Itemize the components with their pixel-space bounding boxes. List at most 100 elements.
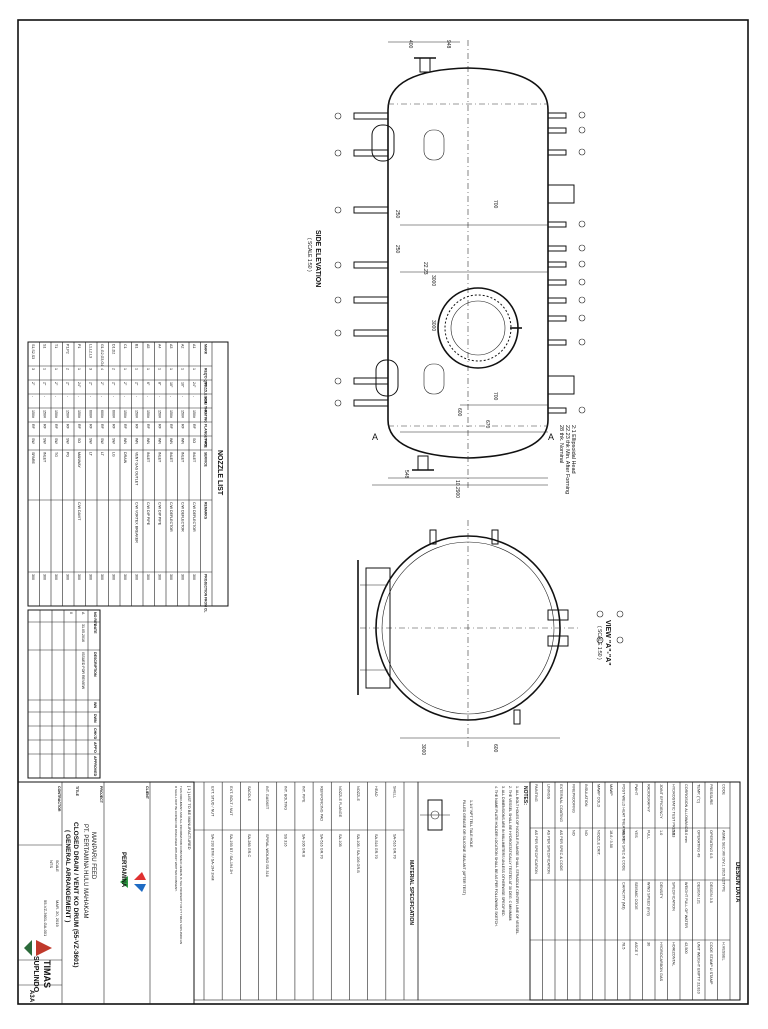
nozzle-cell: -: [146, 396, 150, 398]
nozzle-cell: RF: [65, 424, 69, 430]
material-spec-value: SA-283 GR.C: [247, 834, 251, 857]
design-data-cell: JOINT EFFICIENCY: [659, 784, 663, 819]
notes-title: NOTES:: [522, 786, 528, 805]
revision-header: APPROVED: [93, 756, 97, 777]
nozzle-cell: 2: [111, 368, 115, 370]
company-name: TIMAS: [42, 960, 52, 988]
revision-header: CHK'D: [93, 728, 97, 740]
nozzle-cell: PG: [65, 452, 69, 457]
scale-label: SCALE: [55, 860, 59, 872]
material-spec-value: SPIRAL WOUND SS 316: [265, 834, 269, 877]
design-data-cell: TYPE: [721, 882, 725, 892]
nozzle-cell: C/W VORTEX BREAKER: [134, 502, 138, 543]
nozzle-cell: 150#: [192, 410, 196, 418]
nozzle-cell: RF: [100, 424, 104, 430]
design-data-cell: HYDROSTATIC TEST PRESS.: [671, 784, 675, 836]
nozzle-cell: RF: [146, 424, 150, 430]
nozzle-cell: RF: [123, 424, 127, 430]
nozzle-cell: 150#: [180, 410, 184, 418]
nozzle-cell: SPARE: [31, 452, 35, 465]
head-note-1: 2:1 Ellipsoidal Head: [570, 425, 576, 474]
material-spec-value: SA-516 GR.70: [392, 834, 396, 859]
view-aa-title: VIEW "A"-"A": [604, 620, 611, 666]
dim-2223: 22.23: [422, 262, 428, 275]
nozzle-cell: C/W DIP PIPE: [157, 502, 161, 526]
material-spec-value: SA-516 GR.70: [374, 834, 378, 859]
nozzle-cell: 150#: [77, 410, 81, 418]
revision-cell: A: [81, 612, 85, 615]
material-spec-value: SA-105: [338, 834, 342, 847]
design-data-cell: INSULATION: [584, 784, 588, 807]
revision-header: DESCRIPTION: [93, 652, 97, 677]
design-data-cell: FULL: [646, 830, 650, 839]
design-data-cell: 1.0: [659, 830, 663, 835]
nozzle-cell: C/W DEFLECTOR: [169, 502, 173, 532]
nozzle-cell: SW: [100, 438, 104, 444]
material-spec-item: INT. GASKET: [265, 786, 269, 810]
design-data-cell: DENSITY: [659, 882, 663, 899]
nozzle-cell: 300: [111, 574, 115, 580]
nozzle-header: SERVICE: [203, 452, 207, 468]
material-spec-value: SA-193 B7 / SA-194 2H: [229, 834, 233, 874]
dim-948: 948: [445, 40, 451, 49]
nozzle-cell: SW: [42, 438, 46, 444]
nozzle-cell: 150#: [54, 410, 58, 418]
dim-700a: 700: [492, 200, 498, 209]
nozzle-list-table: [27, 341, 229, 607]
nozzle-cell: 600#: [88, 410, 92, 418]
design-data-cell: 3.0 mm: [684, 830, 688, 843]
nozzle-cell: -: [111, 396, 115, 398]
note-item: 4. THE NAME PLATE HOLDER LOCATION SHALL …: [494, 786, 498, 927]
company-name-2: SUPLINDO: [32, 956, 39, 993]
project-client: PT. PERTAMINA HULU MAHAKAM: [82, 824, 88, 918]
design-data-cell: FIREPROOFING: [571, 784, 575, 813]
title-label: TITLE: [75, 786, 79, 797]
list-note: [ 1 ] LIST TO BE MANUFACTURED: [187, 786, 192, 850]
nozzle-cell: 300: [42, 574, 46, 580]
design-data-cell: MAWP COLD: [596, 784, 600, 807]
nozzle-header: REMARKS: [203, 502, 207, 520]
material-spec-item: EXT. STUD / NUT: [211, 786, 215, 817]
nozzle-cell: -: [77, 396, 81, 398]
sheet-border: [17, 19, 749, 1005]
dim-600: 600: [456, 408, 462, 417]
nozzle-cell: 300: [146, 574, 150, 580]
nozzle-cell: RF: [31, 424, 35, 430]
design-data-cell: OPERATING 49: [696, 830, 700, 857]
nozzle-cell: INLET: [146, 452, 150, 463]
nozzle-cell: 1: [146, 368, 150, 370]
nozzle-cell: P1: [77, 344, 81, 348]
design-data-cell: CODE STAMP U STAMP: [709, 942, 713, 985]
nozzle-cell: G1,G2,G3,G4: [100, 344, 104, 366]
design-data-cell: AS PER SPEC & CODE: [559, 830, 563, 871]
timas-logo: [36, 940, 52, 956]
nozzle-cell: 300: [192, 574, 196, 580]
design-data-cell: SEISMIC CODE: [634, 882, 638, 910]
design-data-cell: TEMP. (°C): [696, 784, 700, 804]
nozzle-header: NOZZLE SIZE: [203, 382, 207, 405]
material-spec-item: REINFORCING PAD: [320, 786, 324, 821]
nozzle-cell: 300: [54, 574, 58, 580]
nozzle-cell: 1: [180, 368, 184, 370]
dim-400: 400: [407, 40, 413, 49]
drawing-title-1: CLOSED DRAIN / VENT KO DRUM (55-VZ-3601): [72, 822, 79, 968]
nozzle-cell: WN: [169, 438, 173, 444]
nozzle-cell: 2": [123, 382, 127, 386]
nozzle-cell: 1: [54, 368, 58, 370]
nozzle-cell: 150#: [42, 410, 46, 418]
nozzle-cell: -: [88, 396, 92, 398]
dim-250a: 250: [394, 210, 400, 219]
nozzle-cell: 2": [42, 382, 46, 386]
nozzle-cell: LT: [100, 452, 104, 457]
nozzle-cell: 6": [146, 382, 150, 386]
nozzle-cell: 10": [180, 382, 184, 388]
nozzle-cell: -: [100, 396, 104, 398]
nozzle-cell: C/W DEFLECTOR: [192, 502, 196, 532]
design-data-cell: H.VESSEL: [721, 942, 725, 961]
nozzle-cell: LG: [111, 452, 115, 457]
revision-table: [27, 609, 101, 779]
dim-670: 670: [484, 420, 490, 429]
material-spec-table: [193, 781, 419, 1001]
nozzle-cell: 150#: [169, 410, 173, 418]
